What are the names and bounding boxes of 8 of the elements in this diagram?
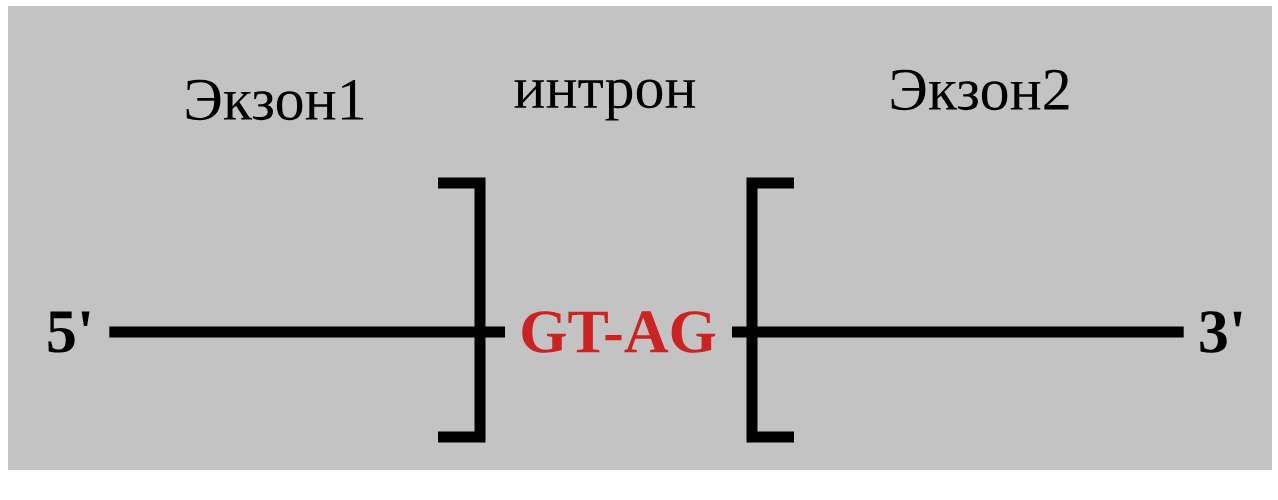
strand-line <box>731 326 1184 338</box>
section-label: Экзон2 <box>891 69 1069 111</box>
end-label: 5' <box>48 311 90 353</box>
end-label: GT-AG <box>522 311 716 353</box>
end-label: 3' <box>1200 311 1242 353</box>
section-label: Экзон1 <box>186 79 364 121</box>
strand-line <box>109 326 506 338</box>
section-label: интрон <box>514 79 696 121</box>
